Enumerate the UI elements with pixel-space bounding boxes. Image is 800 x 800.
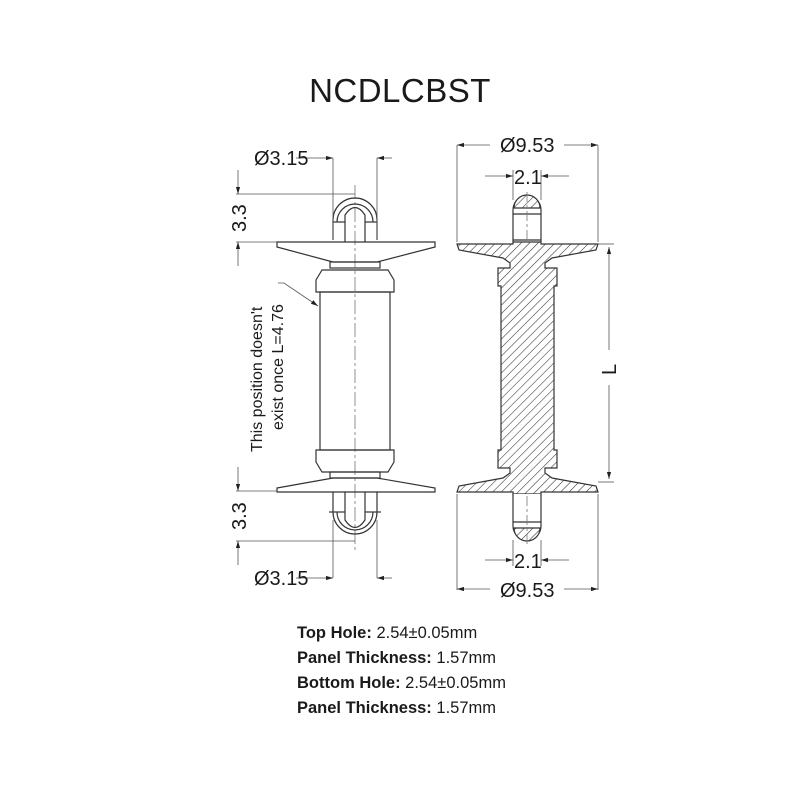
note-line-1: This position doesn't <box>249 306 266 452</box>
left-elevation-view <box>276 185 436 550</box>
spec-label: Bottom Hole: <box>297 674 401 692</box>
top-pin-width-label: 2.1 <box>514 167 542 189</box>
right-section-view <box>456 192 599 545</box>
spec-bottom-hole: Bottom Hole: 2.54±0.05mm <box>297 671 506 696</box>
spec-top-panel-thickness: Panel Thickness: 1.57mm <box>297 646 506 671</box>
right-dimensions <box>456 142 614 592</box>
spec-label: Panel Thickness: <box>297 649 432 667</box>
spec-top-hole: Top Hole: 2.54±0.05mm <box>297 621 506 646</box>
part-number-title: NCDLCBST <box>309 72 491 109</box>
spec-value: 1.57mm <box>431 699 496 717</box>
top-clip-diameter-label: Ø3.15 <box>254 148 308 170</box>
top-flange-diameter-label: Ø9.53 <box>500 135 554 157</box>
spec-label: Panel Thickness: <box>297 699 432 717</box>
note-line-2: exist once L=4.76 <box>270 304 287 430</box>
left-dimensions <box>235 155 392 581</box>
spec-value: 1.57mm <box>431 649 496 667</box>
spec-label: Top Hole: <box>297 624 372 642</box>
top-clip-height-label: 3.3 <box>229 204 251 232</box>
spec-value: 2.54±0.05mm <box>371 624 478 642</box>
bottom-clip-diameter-label: Ø3.15 <box>254 568 308 590</box>
bottom-pin-width-label: 2.1 <box>514 551 542 573</box>
spec-value: 2.54±0.05mm <box>400 674 506 692</box>
spec-bottom-panel-thickness: Panel Thickness: 1.57mm <box>297 696 506 721</box>
length-label: L <box>599 364 621 375</box>
bottom-clip-height-label: 3.3 <box>229 502 251 530</box>
specifications-list: Top Hole: 2.54±0.05mm Panel Thickness: 1… <box>297 621 506 721</box>
bottom-flange-diameter-label: Ø9.53 <box>500 580 554 602</box>
